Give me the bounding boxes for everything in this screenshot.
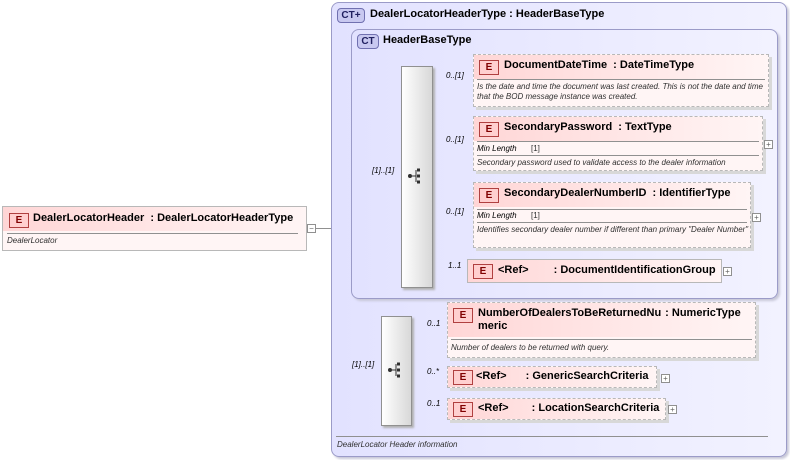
element-separator <box>477 141 759 142</box>
element-name: DocumentDateTime : DateTimeType <box>504 59 694 71</box>
element-badge: E <box>453 308 473 323</box>
element-name-text: SecondaryDealerNumberID <box>504 187 647 199</box>
element-separator <box>477 222 747 223</box>
element-header <box>474 183 750 207</box>
element-badge: E <box>473 264 493 279</box>
plus-icon[interactable]: + <box>764 140 773 149</box>
root-element-header <box>3 207 306 231</box>
connector-root-to-outer <box>316 228 342 229</box>
element-badge: E <box>9 213 29 228</box>
root-element-name-text: DealerLocatorHeader <box>33 212 145 224</box>
sequence2-compositor[interactable] <box>381 316 412 426</box>
element-header <box>468 260 721 282</box>
element-header <box>448 399 665 419</box>
element-separator <box>477 155 759 156</box>
sequence-icon <box>408 168 420 184</box>
element-document-date-time[interactable]: E DocumentDateTime : DateTimeType Is the… <box>473 54 769 107</box>
element-secondary-dealer-number-id[interactable]: E SecondaryDealerNumberID : IdentifierTy… <box>473 182 751 248</box>
element-type: : LocationSearchCriteria <box>531 402 660 414</box>
element-multiplicity: 0..* <box>427 367 440 376</box>
element-name: NumberOfDealersToBeReturnedNu: NumericTy… <box>478 307 741 333</box>
element-badge: E <box>479 122 499 137</box>
element-doc: Is the date and time the document was la… <box>477 82 763 101</box>
element-badge: E <box>453 370 473 385</box>
element-header <box>474 55 768 79</box>
element-name: SecondaryPassword : TextType <box>504 121 672 133</box>
complex-type-badge: CT <box>357 34 379 49</box>
plus-icon[interactable]: + <box>661 374 670 383</box>
element-name-line1: NumberOfDealersToBeReturnedNu: NumericTy… <box>478 307 741 320</box>
element-ref: <Ref> <box>498 264 529 276</box>
element-doc: Secondary password used to validate acce… <box>477 158 726 167</box>
element-name: <Ref> : GenericSearchCriteria <box>476 370 649 382</box>
element-type: : DateTimeType <box>613 59 695 71</box>
element-separator <box>477 79 765 80</box>
element-doc: Number of dealers to be returned with qu… <box>451 343 610 352</box>
element-header <box>448 303 755 337</box>
element-name-text: NumberOfDealersToBeReturnedNu <box>478 307 662 319</box>
element-header <box>474 117 762 141</box>
element-badge: E <box>479 188 499 203</box>
element-multiplicity: 0..[1] <box>446 71 464 80</box>
plus-icon[interactable]: + <box>752 213 761 222</box>
element-document-identification-group[interactable]: E <Ref> : DocumentIdentificationGroup <box>467 259 722 283</box>
facet-label: Min Length <box>477 144 517 153</box>
root-element-doc: DealerLocator <box>7 236 58 245</box>
element-generic-search-criteria[interactable]: E <Ref> : GenericSearchCriteria <box>447 366 657 388</box>
element-type: : NumericType <box>665 307 741 319</box>
element-name: SecondaryDealerNumberID : IdentifierType <box>504 187 731 199</box>
element-type: : GenericSearchCriteria <box>525 370 649 382</box>
minus-icon[interactable]: − <box>307 224 316 233</box>
element-multiplicity: 0..1 <box>427 319 441 328</box>
plus-small-icon: + <box>354 10 361 21</box>
element-separator <box>477 209 747 210</box>
complex-type-badge-text: CT <box>341 10 355 21</box>
element-type: : TextType <box>618 121 672 133</box>
element-multiplicity: 1..1 <box>448 261 462 270</box>
element-header <box>448 367 656 387</box>
root-element-separator <box>7 233 298 234</box>
root-element-name: DealerLocatorHeader : DealerLocatorHeade… <box>33 212 293 224</box>
element-secondary-password[interactable]: E SecondaryPassword : TextType Min Lengt… <box>473 116 763 171</box>
plus-icon[interactable]: + <box>668 405 677 414</box>
element-location-search-criteria[interactable]: E <Ref> : LocationSearchCriteria <box>447 398 666 420</box>
element-badge: E <box>453 402 473 417</box>
element-ref: <Ref> <box>478 402 509 414</box>
sequence-icon <box>388 362 400 378</box>
complex-type-badge: CT+ <box>337 8 365 23</box>
sequence1-multiplicity: [1]..[1] <box>372 166 395 175</box>
outer-complex-type-title: DealerLocatorHeaderType : HeaderBaseType <box>370 8 605 20</box>
element-type: : DocumentIdentificationGroup <box>553 264 716 276</box>
element-doc: Identifies secondary dealer number if di… <box>477 225 749 234</box>
root-element-box[interactable]: E DealerLocatorHeader : DealerLocatorHea… <box>2 206 307 251</box>
root-element-type: : DealerLocatorHeaderType <box>150 212 294 224</box>
element-separator <box>451 339 752 340</box>
inner-complex-type-title: HeaderBaseType <box>383 34 472 46</box>
sequence2-multiplicity: [1]..[1] <box>352 360 375 369</box>
facet-label: Min Length <box>477 211 517 220</box>
element-multiplicity: 0..[1] <box>446 207 464 216</box>
element-name: <Ref> : DocumentIdentificationGroup <box>498 264 716 276</box>
element-multiplicity: 0..[1] <box>446 135 464 144</box>
element-badge: E <box>479 60 499 75</box>
element-name-line2: meric <box>478 320 741 333</box>
outer-complex-type-doc: DealerLocator Header information <box>337 440 458 449</box>
outer-complex-type-doc-separator <box>336 436 768 437</box>
facet-value: [1] <box>531 144 540 153</box>
element-name-text: DocumentDateTime <box>504 59 608 71</box>
element-number-of-dealers[interactable]: E NumberOfDealersToBeReturnedNu: Numeric… <box>447 302 756 358</box>
facet-value: [1] <box>531 211 540 220</box>
element-name-text: meric <box>478 320 508 332</box>
element-multiplicity: 0..1 <box>427 399 441 408</box>
plus-icon[interactable]: + <box>723 267 732 276</box>
element-ref: <Ref> <box>476 370 507 382</box>
element-name-text: SecondaryPassword <box>504 121 613 133</box>
element-name: <Ref> : LocationSearchCriteria <box>478 402 659 414</box>
element-type: : IdentifierType <box>652 187 731 199</box>
